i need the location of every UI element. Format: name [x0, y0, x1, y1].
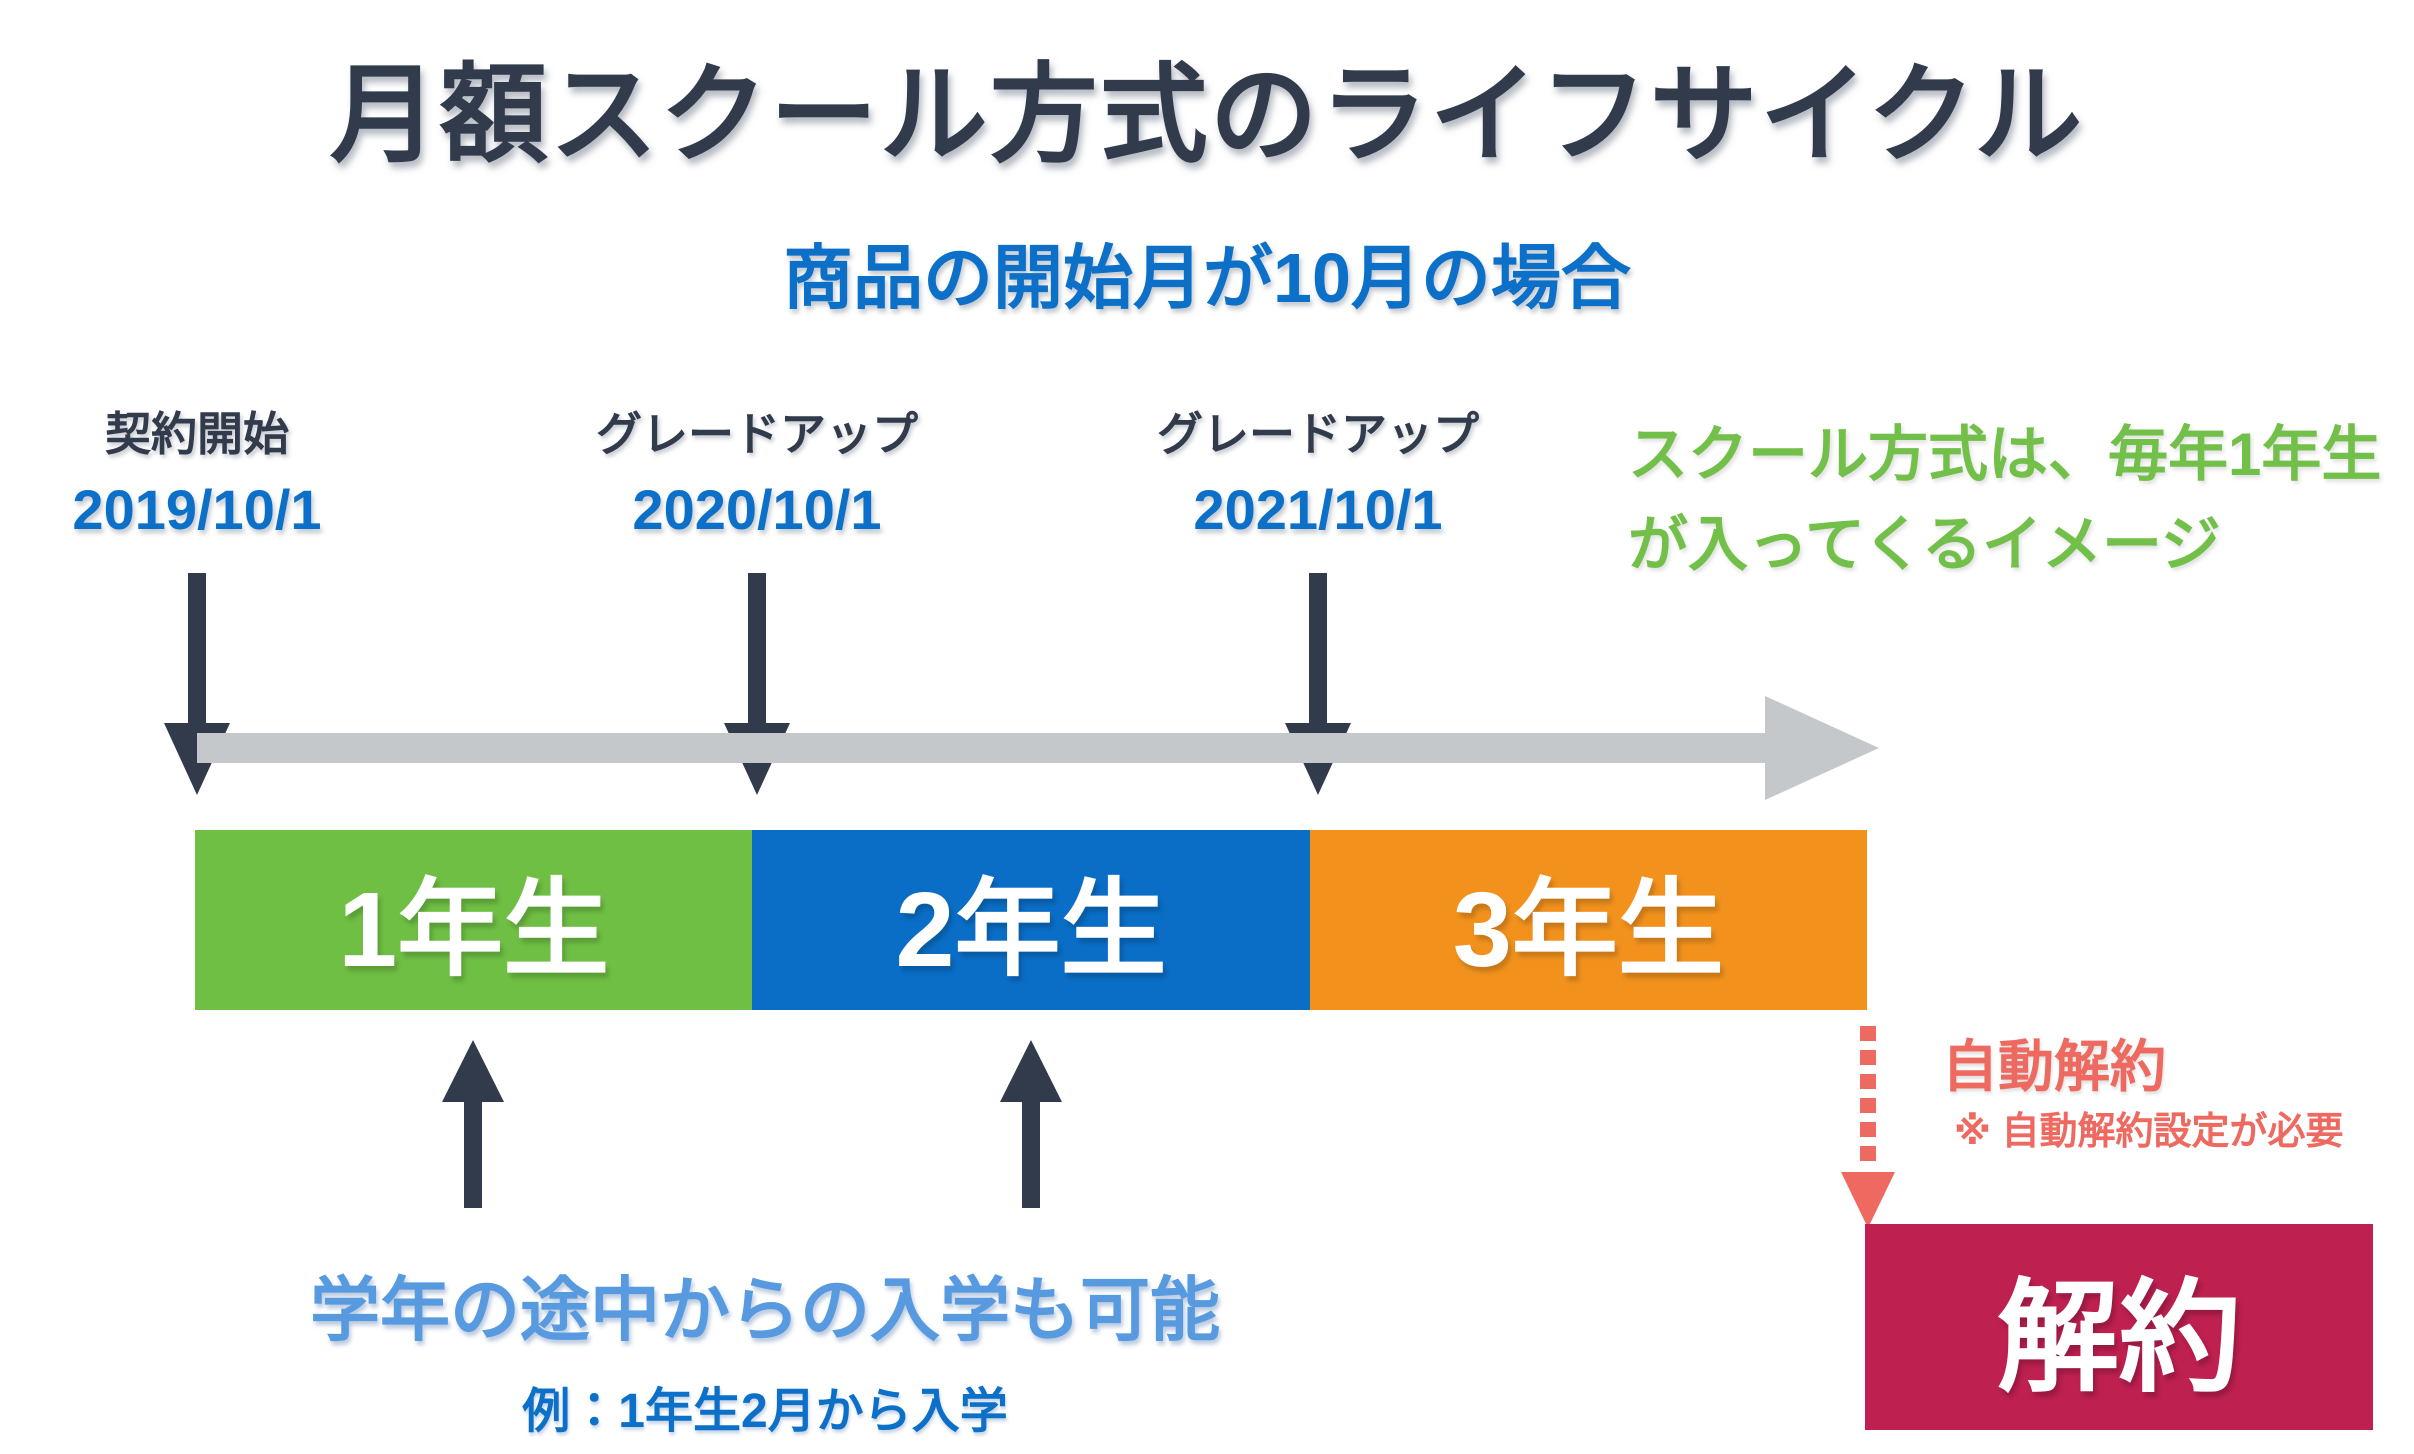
auto-cancel-note: ※ 自動解約設定が必要 — [1954, 1111, 2344, 1153]
arrow-dash — [1860, 1122, 1876, 1137]
entry-note: 学年の途中からの入学も可能 例：1年生2月から入学 — [265, 1254, 1265, 1441]
milestone-date: 2019/10/1 — [72, 477, 322, 541]
school-note-line1: スクール方式は、毎年1年生 — [1628, 421, 2382, 488]
cancel-box: 解約 — [1865, 1224, 2373, 1430]
arrow-dash — [1860, 1026, 1876, 1041]
arrow-shaft — [1022, 1100, 1040, 1208]
milestone-contract-start: 契約開始 2019/10/1 — [0, 408, 497, 542]
arrow-dash — [1860, 1098, 1876, 1113]
school-note: スクール方式は、毎年1年生 が入ってくるイメージ — [1628, 410, 2414, 590]
arrow-shaft — [188, 573, 206, 725]
milestone-label: グレードアップ — [1157, 408, 1479, 460]
timeline-arrow-bar — [197, 733, 1767, 763]
arrow-dash — [1860, 1146, 1876, 1161]
arrow-head — [442, 1040, 504, 1102]
timeline-arrow-head-icon — [1765, 696, 1879, 800]
arrow-shaft — [1309, 573, 1327, 725]
milestone-grade-up-2: グレードアップ 2021/10/1 — [1018, 408, 1618, 542]
milestone-date: 2020/10/1 — [632, 477, 882, 541]
arrow-head — [1000, 1040, 1062, 1102]
milestone-grade-up-1: グレードアップ 2020/10/1 — [457, 408, 1057, 542]
arrow-dash — [1860, 1074, 1876, 1089]
milestone-label: グレードアップ — [596, 408, 918, 460]
arrow-shaft — [464, 1100, 482, 1208]
segment-grade-1: 1年生 — [195, 830, 753, 1010]
entry-note-example: 例：1年生2月から入学 — [522, 1385, 1008, 1438]
page-title: 月額スクール方式のライフサイクル — [329, 54, 2085, 175]
page-subtitle: 商品の開始月が10月の場合 — [783, 239, 1631, 317]
segment-label: 1年生 — [338, 871, 610, 989]
arrow-shaft — [748, 573, 766, 725]
segment-grade-3: 3年生 — [1309, 830, 1867, 1010]
milestone-date: 2021/10/1 — [1193, 477, 1443, 541]
dotted-down-arrow-icon — [1841, 1026, 1895, 1228]
arrow-dash — [1860, 1050, 1876, 1065]
cancel-label: 解約 — [1997, 1269, 2241, 1406]
school-note-line2: が入ってくるイメージ — [1628, 511, 2221, 578]
segment-label: 2年生 — [895, 871, 1167, 989]
grade-segments: 1年生 2年生 3年生 — [195, 830, 1867, 1010]
entry-note-headline: 学年の途中からの入学も可能 — [310, 1271, 1220, 1349]
arrow-head — [1841, 1172, 1895, 1228]
auto-cancel-label: 自動解約 — [1942, 1035, 2166, 1098]
milestone-label: 契約開始 — [105, 408, 289, 460]
segment-grade-2: 2年生 — [752, 830, 1310, 1010]
segment-label: 3年生 — [1452, 871, 1724, 989]
